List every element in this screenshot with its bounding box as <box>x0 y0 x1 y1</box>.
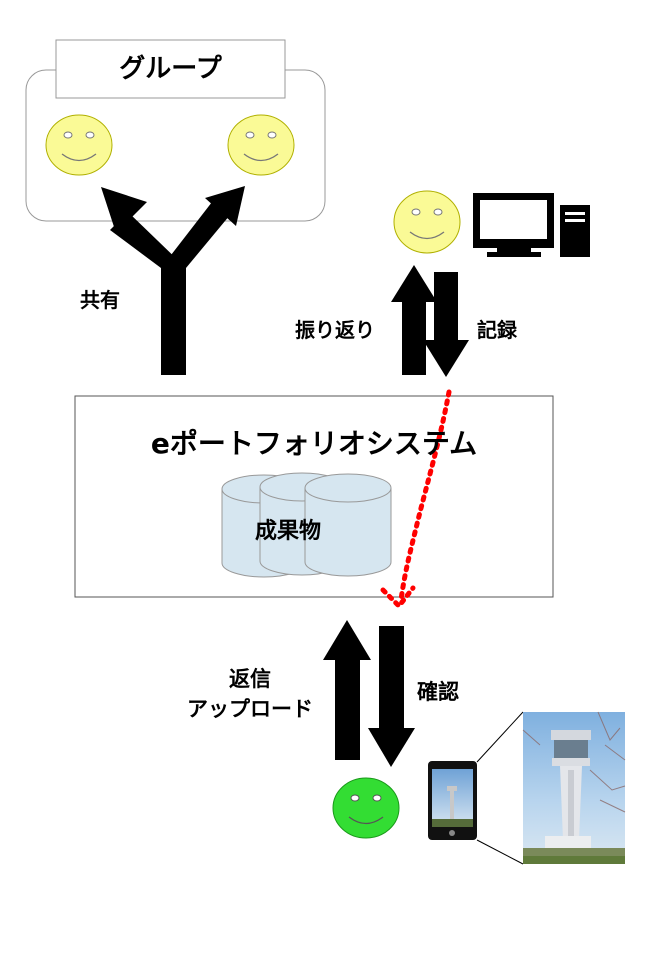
upload-label: アップロード <box>187 697 313 721</box>
database-label: 成果物 <box>255 519 322 544</box>
desktop-computer-icon <box>473 193 590 257</box>
record-arrow <box>423 272 469 377</box>
confirm-arrow <box>368 626 415 767</box>
red-dotted-arrow <box>380 389 452 610</box>
smartphone-icon <box>428 761 477 840</box>
group-title-box <box>55 39 286 99</box>
zoom-line <box>476 711 524 763</box>
zoom-line <box>476 839 524 865</box>
smiley-icon <box>393 190 461 254</box>
system-title: eポートフォリオシステム <box>150 427 478 460</box>
smiley-icon <box>227 114 295 176</box>
reflect-label: 振り返り <box>295 318 375 342</box>
share-label: 共有 <box>80 288 120 312</box>
upload-arrow <box>323 620 371 760</box>
reflect-arrow <box>391 265 437 375</box>
smiley-icon <box>45 114 113 176</box>
reply-label: 返信 <box>229 667 271 691</box>
reply-upload-label: 返信 アップロード <box>150 664 350 724</box>
tower-photo <box>522 711 626 864</box>
group-title: グループ <box>119 54 222 84</box>
smiley-icon <box>332 777 400 839</box>
confirm-label: 確認 <box>417 680 459 704</box>
record-label: 記録 <box>477 318 517 342</box>
share-arrow <box>101 186 245 375</box>
database-icon <box>221 472 392 578</box>
